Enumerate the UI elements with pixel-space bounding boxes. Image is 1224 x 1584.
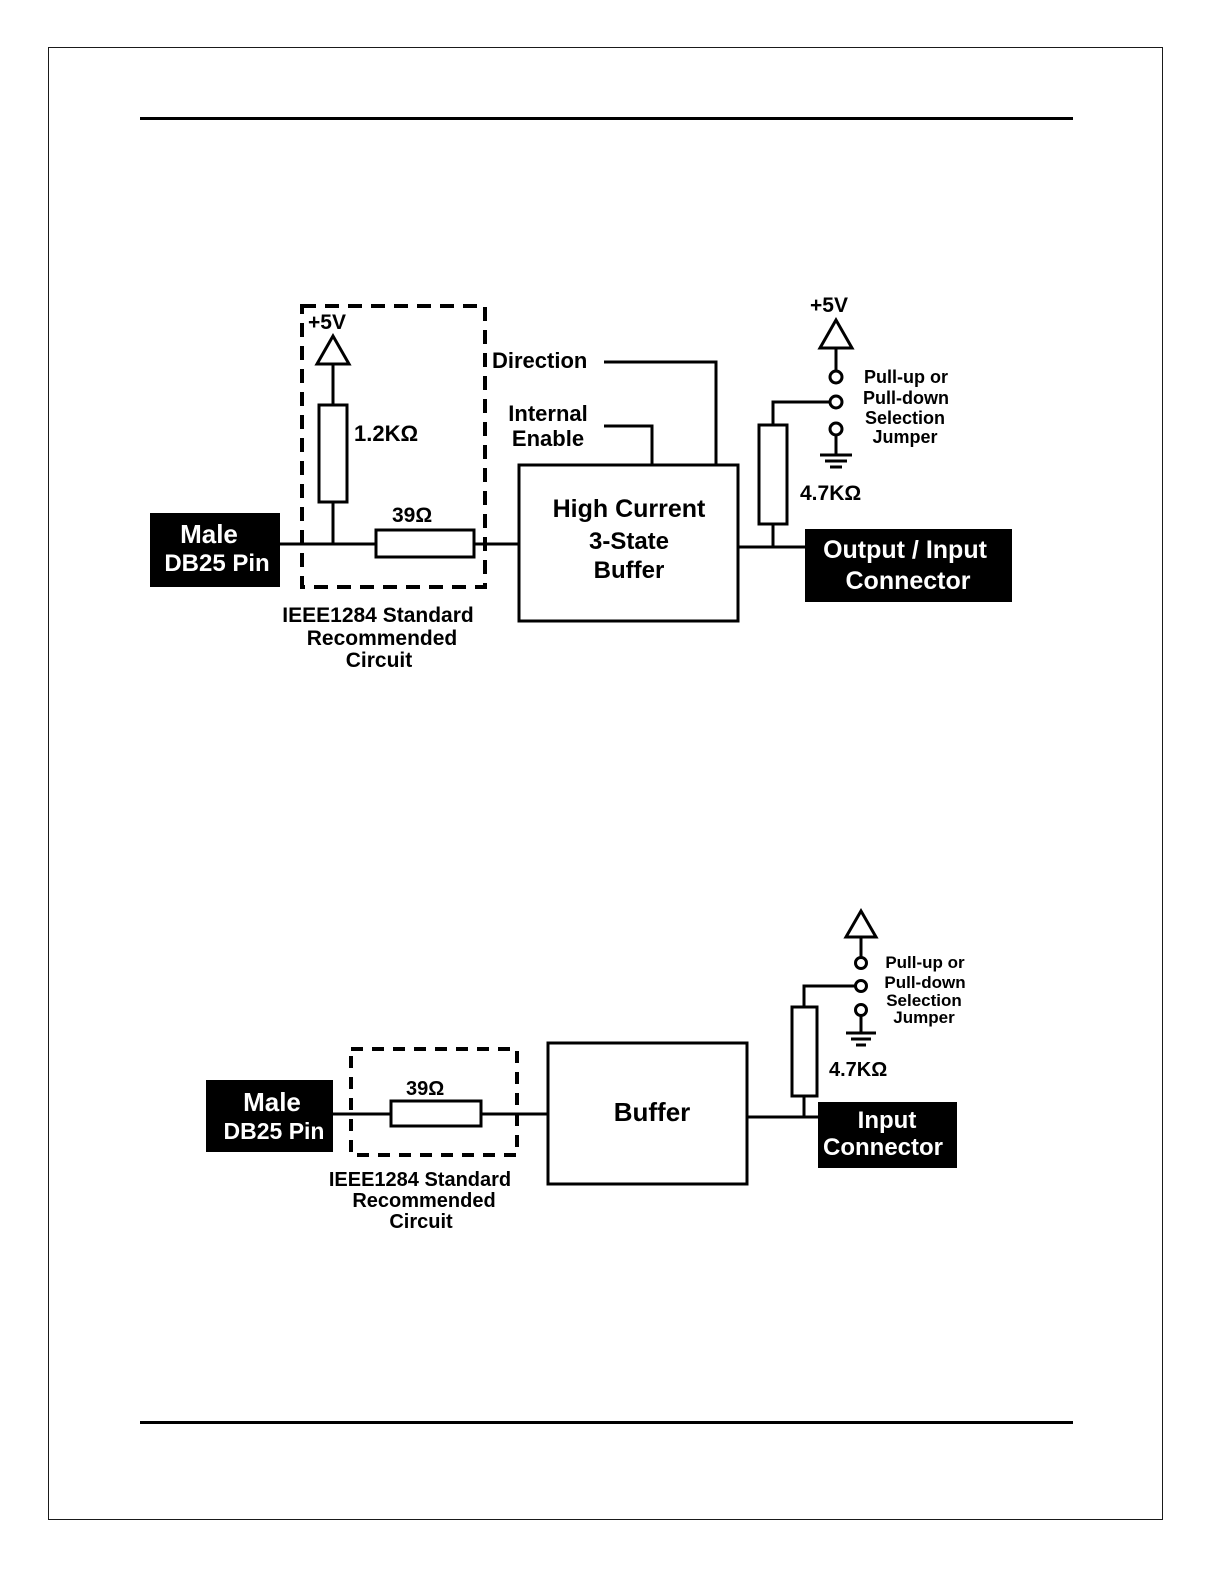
enable-label-line1: Internal: [508, 401, 587, 426]
direction-wire: [604, 360, 718, 465]
output-input-connector-block: [805, 529, 1012, 602]
jumper-pin-bottom: [854, 1003, 868, 1017]
standard-caption-line3: Circuit: [389, 1211, 453, 1233]
supply-arrow-icon: [314, 332, 352, 366]
ground-icon: [846, 1031, 876, 1047]
jumper-pin-middle: [854, 979, 868, 993]
header-rule: [140, 117, 1073, 120]
series-resistor-label: 39Ω: [406, 1078, 444, 1100]
jumper-label-line4: Jumper: [893, 1008, 955, 1027]
jumper-resistor-label: 4.7KΩ: [800, 482, 861, 505]
jumper-resistor-label: 4.7KΩ: [829, 1059, 887, 1081]
jumper-pin-top: [828, 369, 844, 385]
footer-rule: [140, 1421, 1073, 1424]
ground-icon: [820, 453, 852, 469]
jumper-supply-arrow-icon: [843, 907, 879, 939]
standard-caption-line3: Circuit: [346, 649, 413, 672]
buffer-label: Buffer: [614, 1097, 691, 1127]
pin-label-line1: Male: [243, 1087, 301, 1117]
enable-label-line2: Enable: [512, 426, 584, 451]
series-resistor-label: 39Ω: [392, 504, 432, 527]
series-resistor: [389, 1099, 483, 1128]
jumper-resistor: [790, 1005, 819, 1098]
connector-label-line1: Input: [858, 1107, 917, 1134]
jumper-pin-middle: [828, 394, 844, 410]
buffer-label-line3: Buffer: [594, 557, 665, 584]
jumper-supply-label: +5V: [810, 294, 848, 317]
jumper-label-line1: Pull-up or: [864, 367, 948, 387]
standard-caption-line2: Recommended: [352, 1190, 495, 1212]
output-input-diagram: +5V 1.2KΩ 39Ω Male DB25 Pin IEEE1284 Sta…: [150, 294, 1012, 672]
jumper-label-line3: Selection: [886, 991, 962, 1010]
pullup-resistor: [317, 403, 349, 504]
input-diagram: 39Ω Male DB25 Pin IEEE1284 Standard Reco…: [206, 907, 966, 1233]
pullup-resistor-label: 1.2KΩ: [354, 421, 418, 446]
connector-label-line2: Connector: [846, 567, 971, 595]
standard-caption-line1: IEEE1284 Standard: [282, 604, 473, 627]
enable-wire: [604, 424, 654, 465]
three-state-buffer: [517, 463, 740, 623]
input-connector-block: [818, 1102, 957, 1168]
pin-label-line2: DB25 Pin: [164, 550, 269, 577]
jumper-label-line1: Pull-up or: [885, 953, 965, 972]
connector-label-line2: Connector: [823, 1134, 943, 1161]
buffer-label-line1: High Current: [553, 495, 706, 523]
jumper-label-line4: Jumper: [872, 427, 937, 447]
series-resistor: [374, 528, 476, 559]
page-frame: [48, 47, 1163, 1520]
jumper-supply-arrow-icon: [817, 316, 855, 350]
supply-label: +5V: [308, 311, 346, 334]
buffer-label-line2: 3-State: [589, 528, 669, 555]
standard-caption-line1: IEEE1284 Standard: [329, 1169, 511, 1191]
ieee1284-dashed-box: [300, 304, 487, 589]
db25-pin-block: [150, 513, 280, 587]
standard-caption-line2: Recommended: [307, 627, 458, 650]
connector-label-line1: Output / Input: [823, 536, 988, 564]
pin-label-line1: Male: [180, 519, 238, 549]
jumper-label-line2: Pull-down: [884, 973, 965, 992]
jumper-label-line2: Pull-down: [863, 388, 949, 408]
jumper-label-line3: Selection: [865, 408, 945, 428]
ieee1284-dashed-box: [349, 1047, 519, 1157]
jumper-pin-bottom: [828, 421, 844, 437]
input-buffer: [546, 1041, 749, 1186]
direction-label: Direction: [492, 348, 587, 373]
jumper-pin-top: [854, 956, 868, 970]
db25-pin-block: [206, 1080, 333, 1152]
jumper-resistor: [757, 423, 789, 526]
pin-label-line2: DB25 Pin: [224, 1118, 325, 1144]
